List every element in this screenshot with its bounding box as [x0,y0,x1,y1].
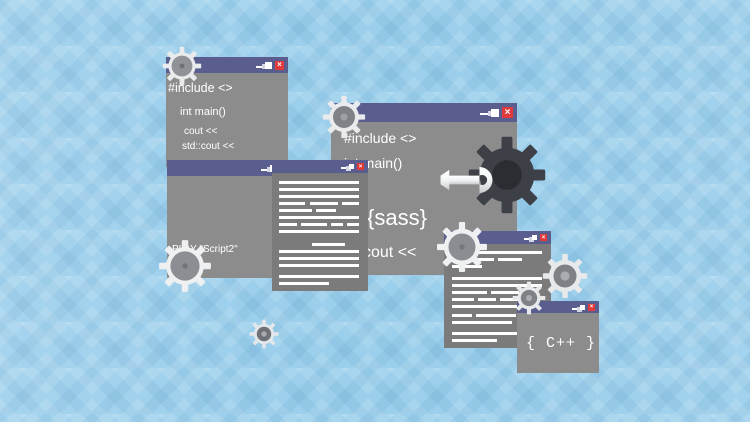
gear-icon [468,136,546,214]
code-line-std-cout: std::cout << [182,141,235,152]
minimize-icon[interactable] [256,65,262,68]
minimize-icon[interactable] [480,113,488,115]
code-window-cpp[interactable]: × { C++ } [517,301,599,373]
titlebar[interactable]: × [166,57,288,73]
code-line-sass: {sass} [367,205,427,230]
titlebar[interactable]: × [272,160,368,173]
titlebar[interactable]: × [331,103,517,122]
close-icon[interactable]: × [540,234,547,241]
minimize-icon[interactable] [261,168,267,171]
maximize-icon[interactable] [488,108,499,117]
maximize-icon[interactable] [529,235,537,242]
document-text-lines [272,173,368,291]
gear-icon [322,95,366,139]
code-line-cpp: { C++ } [526,335,597,352]
gear-icon [249,319,279,349]
window-body [272,173,368,291]
gear-icon [162,46,202,86]
close-icon[interactable]: × [357,163,364,170]
window-controls[interactable]: × [524,234,547,242]
maximize-icon[interactable] [262,61,272,69]
gear-icon [159,240,211,292]
window-controls[interactable]: × [341,163,364,171]
close-icon[interactable]: × [588,303,595,311]
window-body: #include <> int main() cout << std::cout… [166,73,288,167]
close-icon[interactable]: × [502,107,513,118]
window-controls[interactable]: × [572,303,595,312]
minimize-icon[interactable] [341,167,346,169]
minimize-icon[interactable] [572,307,577,310]
document-window-center[interactable]: × [272,160,368,291]
window-controls[interactable]: × [480,107,513,118]
gear-icon [542,253,588,299]
window-body: { C++ } [517,313,599,373]
gear-icon [437,222,487,272]
maximize-icon[interactable] [346,164,354,171]
code-line-cout: cout << [184,126,218,137]
minimize-icon[interactable] [524,238,529,240]
close-icon[interactable]: × [275,60,284,70]
maximize-icon[interactable] [577,304,585,312]
window-controls[interactable]: × [256,60,284,70]
code-window-include[interactable]: × #include <> int main() cout << std::co… [166,57,288,167]
wrench-icon [440,167,493,193]
code-line-int-main: int main() [180,106,226,118]
code-line-include-2: #include <> [344,130,417,146]
gear-icon [512,281,546,315]
code-line-cout-2: cout << [363,244,417,261]
